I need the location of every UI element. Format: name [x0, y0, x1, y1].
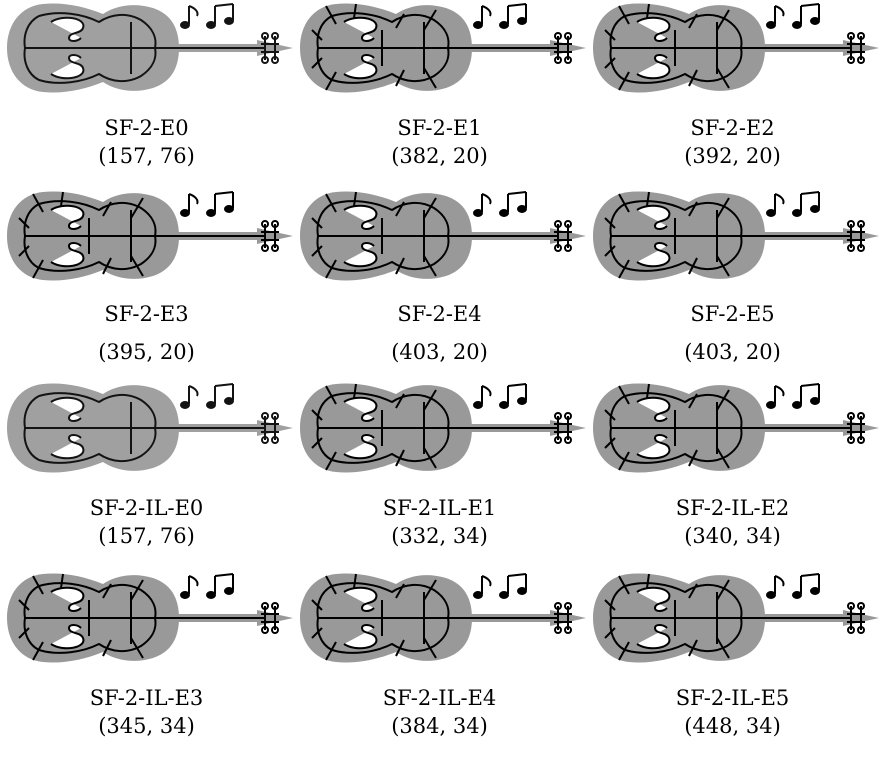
image-name: SF-2-E3: [104, 302, 189, 326]
figure-cell: SF-2-E2 (392, 20): [586, 0, 879, 188]
image-dimensions: (382, 20): [391, 144, 488, 168]
figure-cell: SF-2-IL-E0 (157, 76): [0, 380, 293, 568]
figure-cell: SF-2-IL-E1 (332, 34): [293, 380, 586, 568]
violin-icon: [300, 3, 586, 93]
image-dimensions: (340, 34): [684, 524, 781, 548]
image-name: SF-2-IL-E2: [675, 496, 790, 520]
image-dimensions: (345, 34): [98, 714, 195, 738]
image-dimensions: (157, 76): [98, 144, 195, 168]
image-name: SF-2-IL-E5: [675, 686, 790, 710]
image-name: SF-2-IL-E1: [382, 496, 497, 520]
image-dimensions: (384, 34): [391, 714, 488, 738]
violin-icon: [593, 573, 879, 663]
figure-cell: SF-2-E5 (403, 20): [586, 188, 879, 376]
image-dimensions: (403, 20): [684, 340, 781, 364]
image-name: SF-2-IL-E3: [89, 686, 204, 710]
violin-icon: [7, 3, 293, 93]
figure-cell: SF-2-E4 (403, 20): [293, 188, 586, 376]
image-name: SF-2-IL-E4: [382, 686, 497, 710]
image-name: SF-2-IL-E0: [89, 496, 204, 520]
image-dimensions: (448, 34): [684, 714, 781, 738]
violin-icon: [300, 573, 586, 663]
violin-icon: [593, 383, 879, 473]
violin-icon: [593, 3, 879, 93]
figure-cell: SF-2-IL-E4 (384, 34): [293, 570, 586, 758]
image-name: SF-2-E0: [104, 116, 189, 140]
violin-icon: [7, 573, 293, 663]
figure-cell: SF-2-E0 (157, 76): [0, 0, 293, 188]
image-dimensions: (392, 20): [684, 144, 781, 168]
violin-icon: [593, 191, 879, 281]
violin-icon: [7, 383, 293, 473]
figure-cell: SF-2-E1 (382, 20): [293, 0, 586, 188]
image-dimensions: (157, 76): [98, 524, 195, 548]
figure-cell: SF-2-IL-E5 (448, 34): [586, 570, 879, 758]
image-dimensions: (332, 34): [391, 524, 488, 548]
image-dimensions: (403, 20): [391, 340, 488, 364]
figure-cell: SF-2-E3 (395, 20): [0, 188, 293, 376]
image-name: SF-2-E2: [690, 116, 775, 140]
figure-cell: SF-2-IL-E3 (345, 34): [0, 570, 293, 758]
figure-cell: SF-2-IL-E2 (340, 34): [586, 380, 879, 568]
image-name: SF-2-E5: [690, 302, 775, 326]
violin-icon: [7, 191, 293, 281]
image-name: SF-2-E4: [397, 302, 482, 326]
violin-icon: [300, 383, 586, 473]
violin-icon: [300, 191, 586, 281]
image-name: SF-2-E1: [397, 116, 482, 140]
image-dimensions: (395, 20): [98, 340, 195, 364]
